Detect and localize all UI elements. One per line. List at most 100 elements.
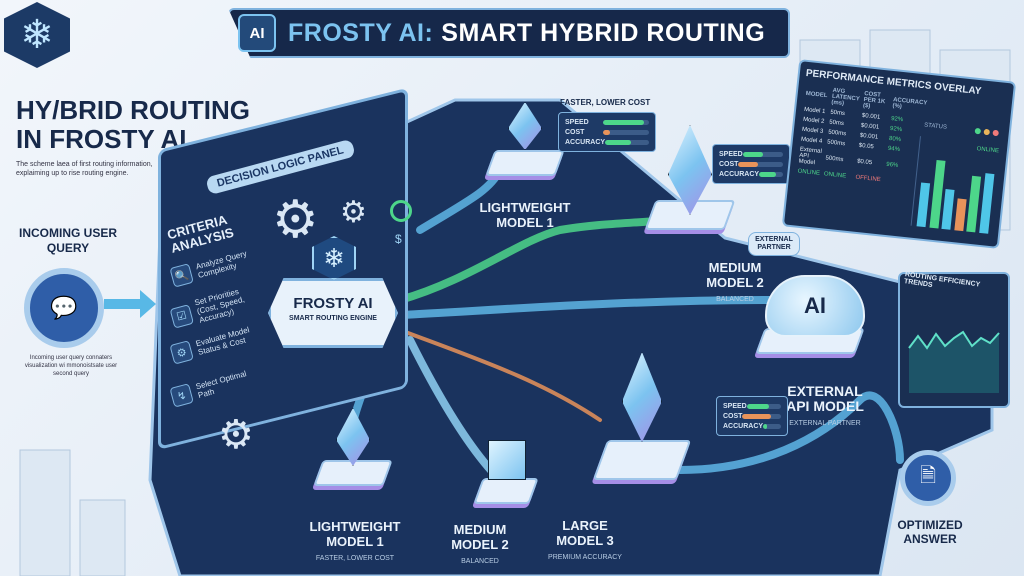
model-platform <box>592 440 692 480</box>
accuracy-metric: ACCURACY <box>723 421 781 431</box>
header-banner: FROSTY AI:SMART HYBRID ROUTING <box>228 8 790 58</box>
model-name-line-2: MODEL 2 <box>451 537 509 552</box>
output-label-line-1: OPTIMIZED <box>897 518 963 532</box>
cost-bar-fill <box>603 129 610 135</box>
chat-bubble-icon: 💬 <box>24 268 104 348</box>
trends-title: ROUTING EFFICIENCY TRENDS <box>903 271 981 289</box>
speed-label: SPEED <box>723 402 747 410</box>
model-name-line-1: LIGHTWEIGHT <box>479 200 571 215</box>
cost-bar <box>603 129 649 135</box>
speed-metric: SPEED <box>565 117 649 127</box>
accuracy-label: ACCURACY <box>565 138 606 146</box>
server-rack <box>79 499 126 576</box>
ai-cloud-icon: AI <box>765 275 865 337</box>
status-bar <box>953 198 967 232</box>
cube-icon <box>488 440 526 480</box>
status-bar <box>916 182 931 228</box>
status-online: ONLINE <box>976 146 1000 155</box>
external-partner-tag: EXTERNAL PARTNER <box>748 232 800 256</box>
cost-metric: COST <box>719 159 783 169</box>
gear-icon: ⚙ <box>340 196 367 229</box>
speed-bar-fill <box>603 119 645 125</box>
table-cell: External API Model <box>798 146 823 167</box>
status-bar-chart: STATUS ONLINE <box>910 122 1002 235</box>
cost-metric: COST <box>723 411 781 421</box>
model-platform <box>473 478 539 504</box>
model-name-line-2: MODEL 1 <box>326 534 384 549</box>
model-name-line-1: LARGE <box>562 518 608 533</box>
model-tag: BALANCED <box>716 296 754 303</box>
document-search-icon: 🗎 <box>900 450 956 506</box>
green-dot-icon <box>974 127 982 135</box>
accuracy-bar <box>759 171 783 177</box>
status-bar <box>941 189 955 230</box>
model-name-line-1: MEDIUM <box>708 260 762 275</box>
gear-icon: ⚙ <box>218 413 254 457</box>
model-name-line-2: MODEL 2 <box>706 275 764 290</box>
column-header: MODEL <box>805 90 828 100</box>
snowflake-logo-icon: ❄ <box>4 2 70 68</box>
route-path <box>396 296 784 319</box>
cost-bar-fill <box>742 413 772 419</box>
checklist-icon: ☑ <box>169 303 194 329</box>
status-badge: OFFLINE <box>855 174 881 184</box>
engine-name: FROSTY AI <box>293 295 373 312</box>
model-tag: EXTERNAL PARTNER <box>789 420 861 427</box>
speed-bar <box>742 151 783 157</box>
red-dot-icon <box>992 129 1000 137</box>
header-title-accent: FROSTY AI: <box>288 18 434 47</box>
cost-bar <box>738 161 783 167</box>
arrow-head-icon <box>140 290 156 318</box>
model-name-line-2: MODEL 3 <box>556 533 614 548</box>
trend-area <box>909 332 999 393</box>
server-rack <box>19 449 71 576</box>
query-arrow <box>104 299 146 309</box>
status-ring-icon <box>390 200 412 222</box>
cost-label: COST <box>565 128 585 136</box>
accuracy-label: ACCURACY <box>719 170 760 178</box>
accuracy-bar <box>605 139 649 145</box>
model-name-line-1: LIGHTWEIGHT <box>309 519 401 534</box>
status-bar <box>978 173 994 234</box>
route-path <box>676 391 904 474</box>
window-dots <box>974 127 1000 137</box>
accuracy-metric: ACCURACY <box>719 169 783 179</box>
status-badge: ONLINE <box>823 171 847 180</box>
speed-bar <box>746 403 781 409</box>
model-name-line-2: MODEL 1 <box>496 215 554 230</box>
gear-icon: ⚙ <box>272 191 319 249</box>
cost-label: COST <box>723 412 743 420</box>
speed-metric: SPEED <box>719 149 783 159</box>
model-tag: BALANCED <box>461 558 499 565</box>
header-title: SMART HYBRID ROUTING <box>441 18 766 47</box>
engine-subtitle: SMART ROUTING ENGINE <box>289 315 377 322</box>
route-path <box>416 166 504 234</box>
speed-label: SPEED <box>719 150 743 158</box>
accuracy-bar-fill <box>759 171 776 177</box>
accuracy-metric: ACCURACY <box>565 137 649 147</box>
status-badge: ONLINE <box>797 168 821 177</box>
cost-bar <box>742 413 781 419</box>
output-label-line-2: ANSWER <box>903 532 957 546</box>
speed-metric: SPEED <box>723 401 781 411</box>
title-line-1: HY/BRID ROUTING <box>16 95 250 125</box>
trend-chart <box>908 330 1000 393</box>
model-tag: FASTER, LOWER COST <box>315 555 395 562</box>
status-label: STATUS <box>923 122 948 131</box>
cost-metric: COST <box>565 127 649 137</box>
model-tag: PREMIUM ACCURACY <box>548 554 622 561</box>
speed-bar <box>603 119 649 125</box>
model-name-line-1: MEDIUM <box>453 522 507 537</box>
